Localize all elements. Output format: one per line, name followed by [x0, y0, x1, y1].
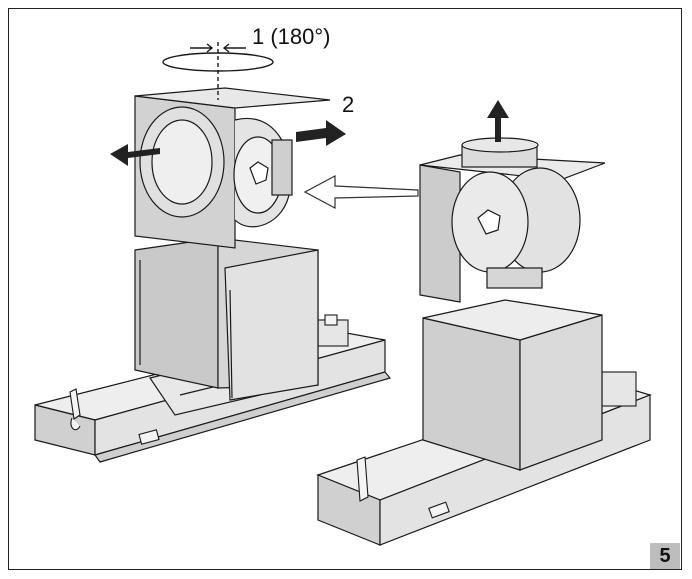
figure-number-badge: 5	[650, 543, 680, 569]
left-mounting-clips	[69, 314, 349, 445]
step-pull-label: 2	[342, 92, 354, 117]
transfer-arrow	[303, 175, 419, 209]
left-pull-arrow	[110, 144, 160, 166]
left-lower-housing	[134, 237, 319, 401]
rotate-indicator	[162, 42, 274, 100]
left-motor-unit	[134, 87, 331, 249]
right-lower-housing	[422, 299, 603, 471]
figure-frame	[8, 8, 682, 570]
up-arrow	[487, 100, 509, 142]
step-rotate-label: 1 (180°)	[252, 24, 331, 49]
right-motor-unit	[419, 137, 606, 303]
right-pull-arrow	[296, 120, 346, 146]
right-mounting-clips	[356, 371, 637, 519]
